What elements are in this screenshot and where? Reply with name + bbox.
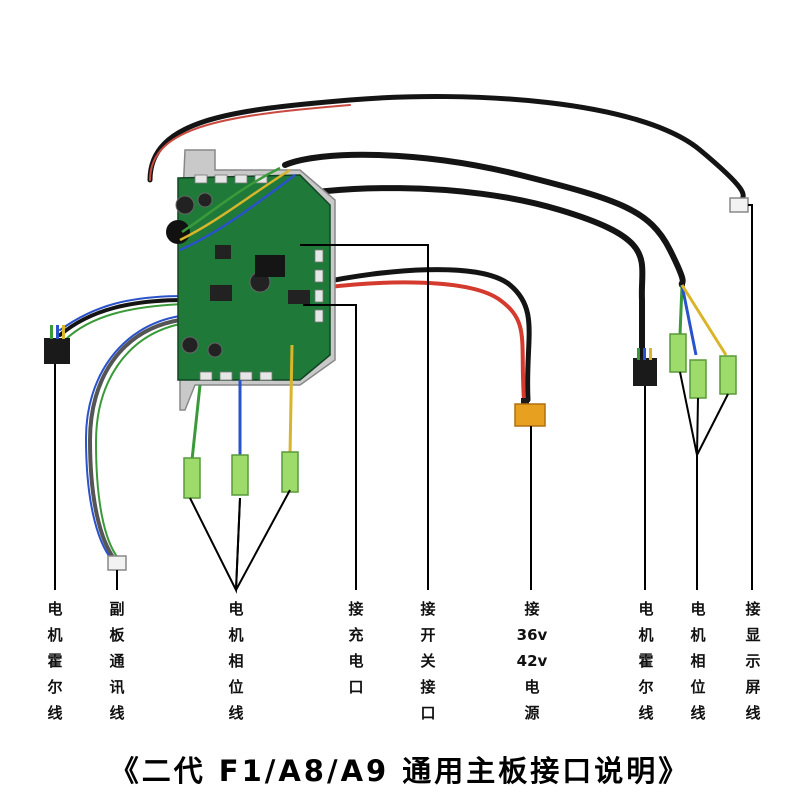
sub-board-connector — [107, 555, 127, 571]
pointer-lines — [54, 204, 753, 594]
hall-connector-left — [44, 325, 70, 364]
display-connector — [729, 197, 749, 213]
page-title: 《二代 F1/A8/A9 通用主板接口说明》 — [109, 754, 691, 788]
label-motor-phase-left: 电 机 相 位 线 — [228, 600, 244, 722]
right-phase-wires — [678, 284, 728, 356]
label-display-cable: 接 显 示 屏 线 — [745, 600, 761, 722]
label-power-36v-42v: 接 36v 42v 电 源 — [516, 600, 548, 722]
label-motor-hall-left: 电 机 霍 尔 线 — [47, 600, 63, 722]
label-charge-port: 接 充 电 口 — [348, 600, 364, 696]
right-phase-connectors — [669, 333, 737, 399]
hall-connector-right — [633, 348, 657, 386]
left-phase-wires — [190, 344, 294, 461]
cables — [58, 94, 746, 562]
label-sub-board-comm: 副 板 通 讯 线 — [109, 600, 125, 722]
label-motor-phase-right: 电 机 相 位 线 — [690, 600, 706, 722]
left-phase-connectors — [183, 451, 299, 499]
xt60-connector — [514, 398, 546, 427]
label-motor-hall-right: 电 机 霍 尔 线 — [638, 600, 654, 722]
main-board — [166, 149, 336, 411]
label-switch-port: 接 开 关 接 口 — [420, 600, 436, 722]
